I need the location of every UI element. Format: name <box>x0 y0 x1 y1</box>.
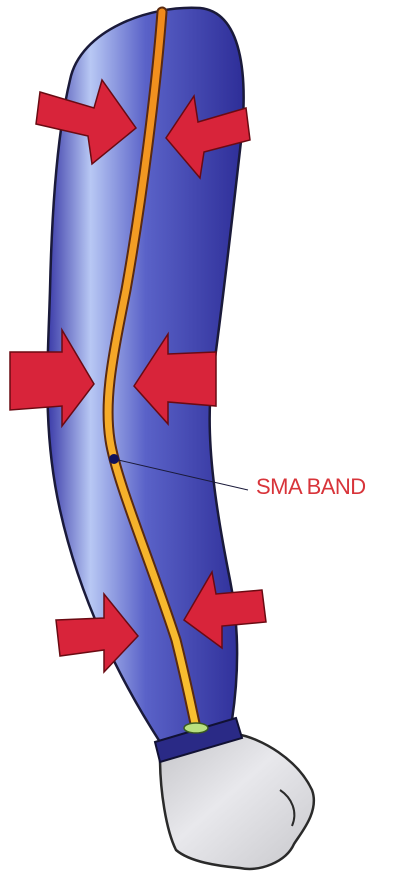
sma-band-label: SMA BAND <box>256 474 366 500</box>
callout-dot <box>109 454 119 464</box>
band-end-anchor <box>184 723 208 733</box>
